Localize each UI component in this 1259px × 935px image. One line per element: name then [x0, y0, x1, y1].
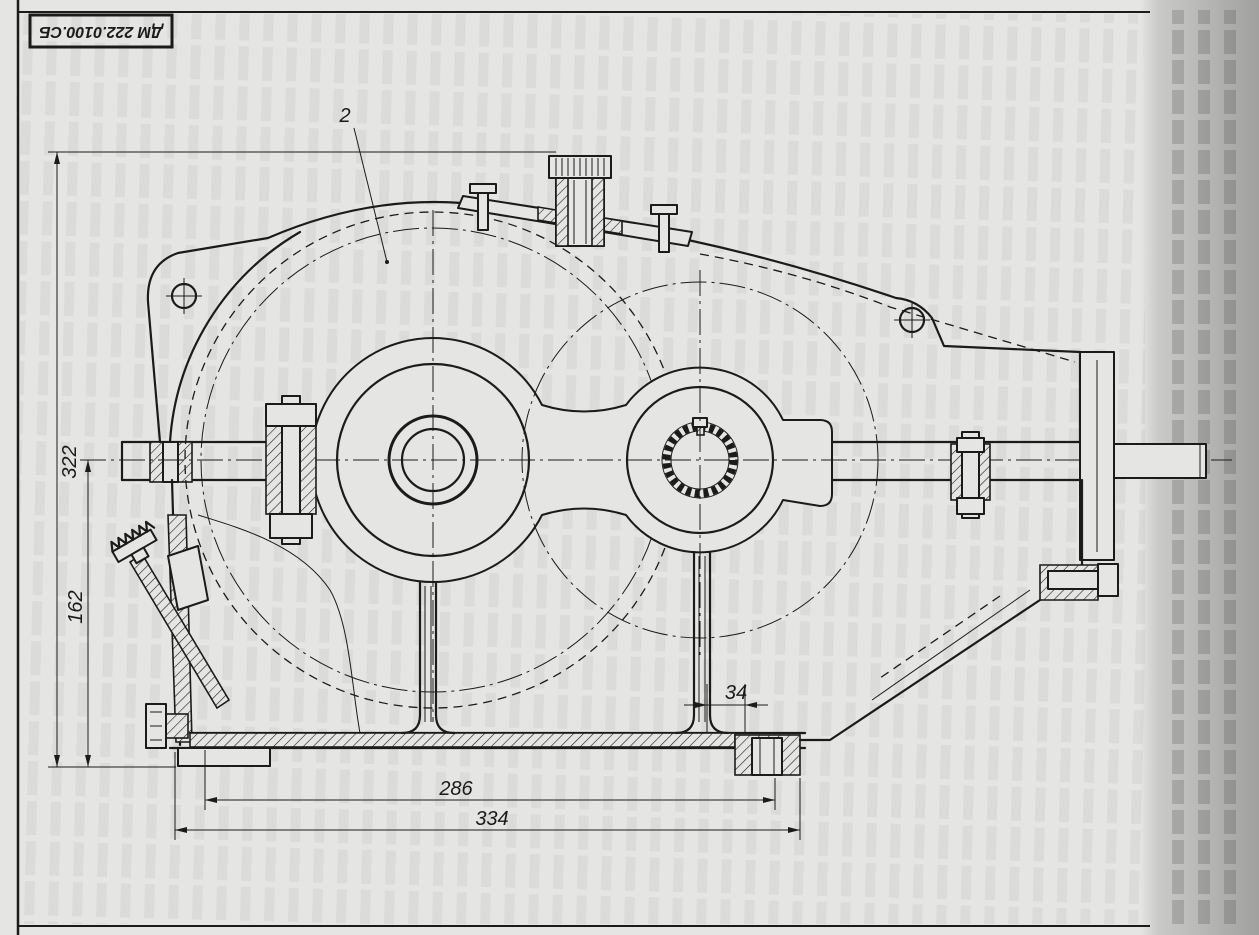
drawing-frame — [16, 0, 1150, 935]
bolt-head — [1097, 563, 1119, 597]
left-foot — [177, 747, 271, 767]
cover-left-outline — [146, 200, 464, 444]
break-line — [197, 514, 361, 734]
housing-cover — [146, 200, 1082, 444]
drawing-designation: ДМ 222.0100.СБ — [39, 23, 164, 40]
base-floor-section — [189, 732, 736, 748]
flange-bolt-right — [950, 431, 991, 519]
dim-axis-height: 162 — [65, 590, 87, 623]
flange-bolt-shank — [162, 441, 179, 483]
bolt-head — [956, 437, 985, 453]
item-callout: 2 — [338, 105, 389, 264]
cover-right-outline — [686, 238, 1082, 444]
bolt-nut — [269, 513, 313, 539]
output-shaft — [1113, 443, 1207, 479]
dipstick-boss — [167, 545, 209, 611]
dim-base-length: 334 — [475, 808, 508, 830]
flange-bolt-left — [265, 395, 317, 545]
base-right-wall — [798, 478, 1084, 742]
cover-inner-wall-hidden — [699, 253, 1076, 363]
callout-leader — [353, 127, 388, 263]
title-block: ДМ 222.0100.СБ — [28, 13, 174, 49]
bolt-nut — [956, 497, 985, 515]
stiffening-ribs — [400, 550, 730, 735]
bearing-cap-right — [1079, 351, 1115, 561]
cover-bolt-left — [477, 189, 489, 231]
oil-dipstick — [110, 520, 231, 710]
breather — [548, 155, 612, 247]
cover-bolt-right — [658, 209, 670, 253]
cover-wall-arc — [168, 230, 302, 444]
dipstick-knurled-head — [110, 520, 158, 565]
cap-bolt-lower — [1039, 563, 1119, 601]
anchor-bolt-hole — [751, 737, 783, 776]
bolt-head — [265, 403, 317, 427]
dim-overall-height: 322 — [59, 445, 81, 478]
callout-number: 2 — [338, 105, 350, 127]
bearing-rollers — [662, 422, 738, 498]
dim-hole-spacing: 286 — [438, 778, 473, 800]
dimensions: 322 162 286 334 34 — [48, 151, 801, 840]
dim-foot-width: 34 — [725, 682, 747, 704]
